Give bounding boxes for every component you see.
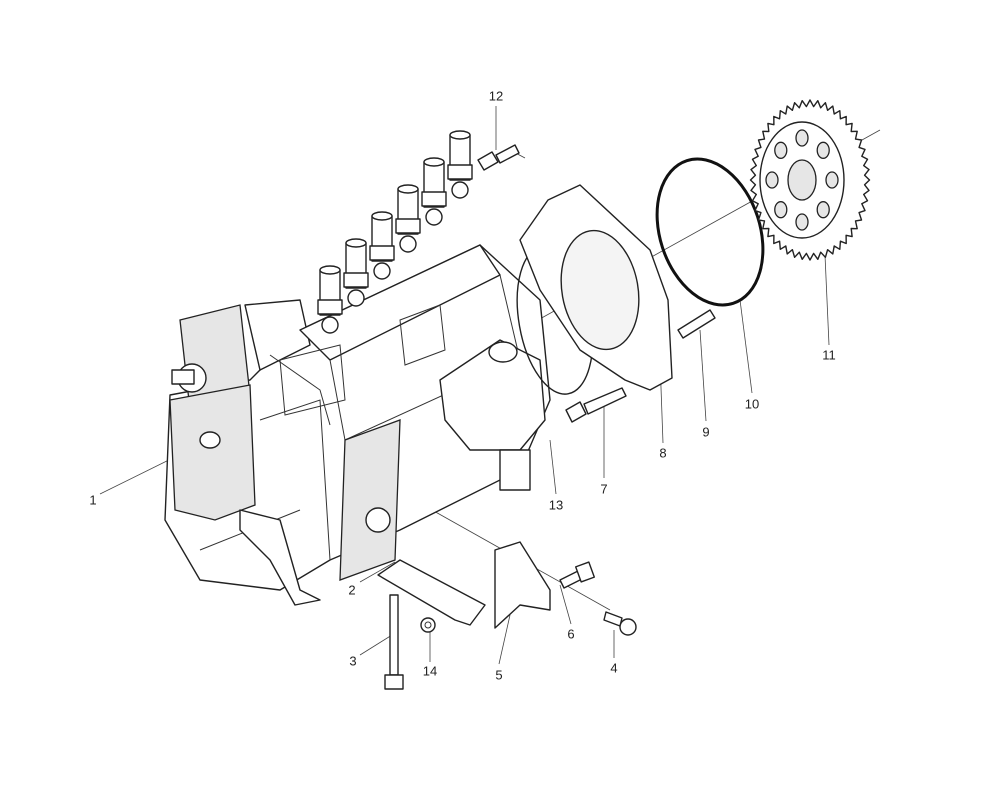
- callout-3: 3: [349, 653, 357, 669]
- callout-6: 6: [567, 626, 575, 642]
- gear-hole: [765, 171, 779, 189]
- callout-9: 9: [702, 424, 710, 440]
- callout-4: 4: [610, 660, 618, 676]
- callout-5: 5: [495, 667, 503, 683]
- delivery-valve-holder: [395, 184, 421, 253]
- gear-bore: [787, 159, 817, 201]
- nut-14: [420, 617, 436, 633]
- delivery-valve-holder: [343, 238, 369, 307]
- bolt-6: [559, 561, 596, 589]
- flange-bore: [560, 229, 640, 351]
- o-ring-10: [655, 157, 765, 307]
- bracket-2: [377, 559, 486, 626]
- callout-13: 13: [548, 497, 564, 513]
- gear-hole: [816, 141, 830, 159]
- drive-gear-11: [749, 99, 871, 261]
- delivery-valve-holders: [317, 130, 473, 334]
- callout-14: 14: [422, 663, 438, 679]
- stud-9: [677, 309, 716, 339]
- delivery-valve-holder: [447, 130, 473, 199]
- bolt-4: [603, 611, 637, 636]
- callout-1: 1: [89, 492, 97, 508]
- bracket-5: [494, 541, 551, 629]
- callout-8: 8: [659, 445, 667, 461]
- gear-hole: [825, 171, 839, 189]
- callout-7: 7: [600, 481, 608, 497]
- gear-hole: [774, 201, 788, 219]
- gear-hole: [795, 213, 809, 231]
- delivery-valve-holder: [369, 211, 395, 280]
- delivery-valve-holder: [317, 265, 343, 334]
- callout-2: 2: [348, 582, 356, 598]
- bolt-7: [565, 387, 627, 423]
- bolt-3: [384, 594, 404, 690]
- leader-lines: [99, 106, 881, 665]
- gear-hole: [795, 129, 809, 147]
- callout-12: 12: [488, 88, 504, 104]
- gear-hole: [774, 141, 788, 159]
- callout-10: 10: [744, 396, 760, 412]
- injection-pump-body: [164, 244, 551, 606]
- callout-11: 11: [822, 347, 836, 363]
- gear-hole: [816, 201, 830, 219]
- bolt-12: [477, 144, 520, 171]
- delivery-valve-holder: [421, 157, 447, 226]
